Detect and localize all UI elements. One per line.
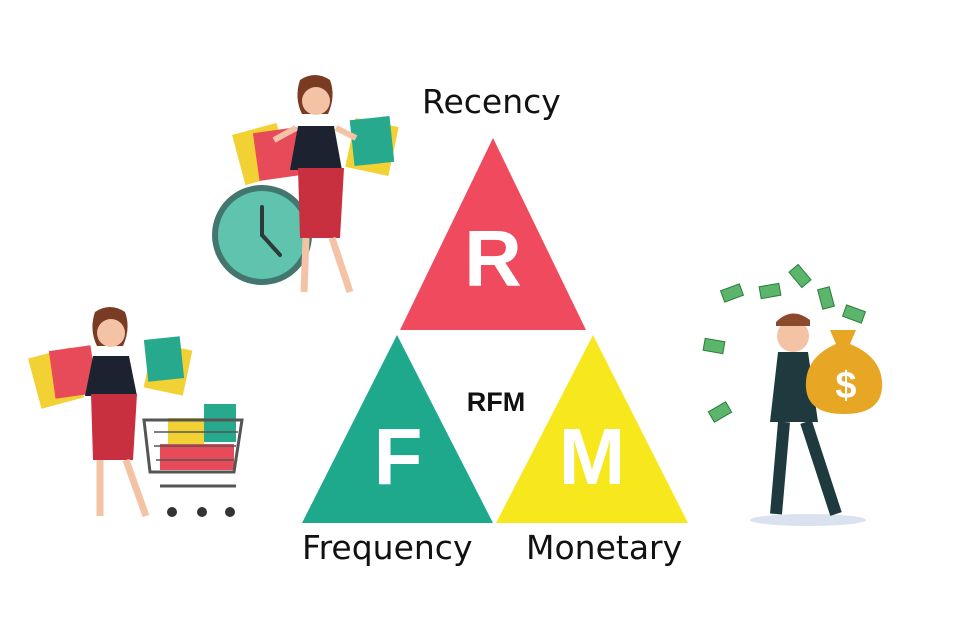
monetary-letter: M [559,412,626,501]
monetary-triangle [496,335,688,523]
recency-letter: R [464,214,522,303]
dollar-sign: $ [835,365,856,407]
money-bag-icon: $ [805,330,883,414]
monetary-label: Monetary [526,528,683,567]
rfm-center-label: RFM [467,387,525,417]
clock-icon [212,185,312,285]
rfm-pyramid: R F M RFM [302,138,688,523]
recency-label: Recency [422,82,561,121]
frequency-label: Frequency [302,528,473,567]
shopping-cart-icon [142,404,244,517]
shopper-with-cart [28,307,244,518]
frequency-triangle [302,335,493,523]
frequency-letter: F [374,412,423,501]
businessman-with-money-bag: $ [702,263,883,526]
banknote-icons [702,263,867,423]
recency-triangle [400,138,586,330]
shopper-with-clock [212,75,399,294]
